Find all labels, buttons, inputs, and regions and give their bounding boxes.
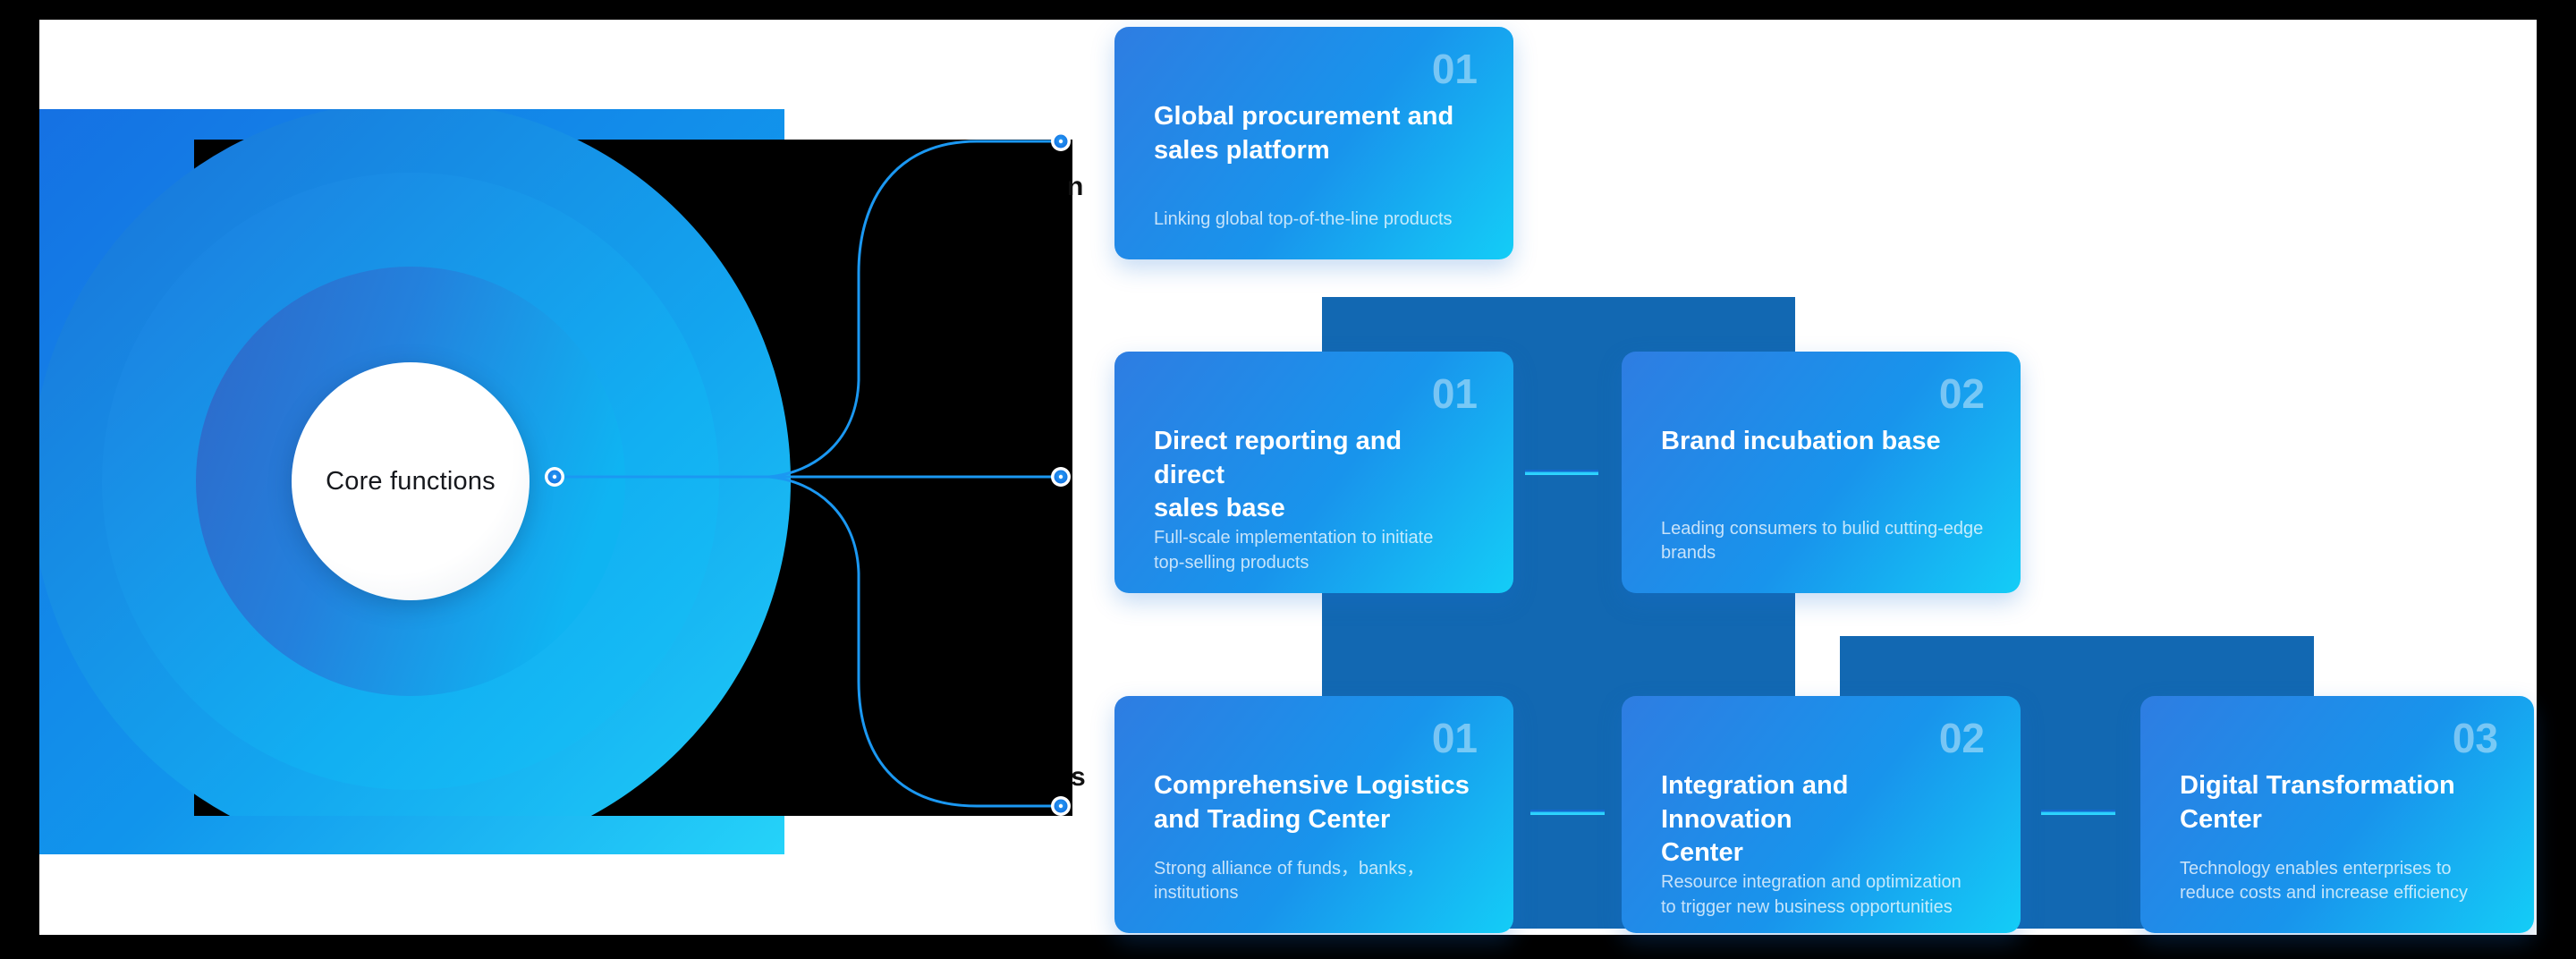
- card-title: Comprehensive Logistics and Trading Cent…: [1154, 771, 1470, 834]
- card-title: Direct reporting and direct sales base: [1154, 427, 1402, 523]
- card-number: 01: [1431, 370, 1478, 417]
- truncated-label-top: n: [1067, 172, 1084, 201]
- card-integration-innovation: 02 Integration and Innovation Center Res…: [1622, 696, 2021, 933]
- card-title: Brand incubation base: [1661, 427, 1941, 455]
- card-subtitle: Linking global top-of-the-line products: [1154, 209, 1453, 230]
- card-subtitle: Strong alliance of funds，banks， institut…: [1154, 858, 1425, 904]
- bottom-endpoint-node-icon: [1051, 796, 1071, 816]
- card-direct-reporting: 01 Direct reporting and direct sales bas…: [1114, 352, 1513, 593]
- card-comprehensive-logistics: 01 Comprehensive Logistics and Trading C…: [1114, 696, 1513, 933]
- root-node-icon: [545, 467, 564, 487]
- card-title: Digital Transformation Center: [2180, 771, 2455, 834]
- card-link-connector: [2041, 810, 2115, 815]
- core-circle: Core functions: [292, 362, 530, 600]
- card-number: 01: [1431, 715, 1478, 761]
- card-title: Integration and Innovation Center: [1661, 771, 1849, 868]
- card-link-connector: [1525, 470, 1598, 475]
- card-subtitle: Resource integration and optimization to…: [1661, 872, 1962, 917]
- card-subtitle: Full-scale implementation to initiate to…: [1154, 528, 1434, 573]
- card-global-procurement: 01 Global procurement and sales platform…: [1114, 27, 1513, 259]
- card-number: 01: [1431, 46, 1478, 92]
- card-digital-transformation: 03 Digital Transformation Center Technol…: [2140, 696, 2534, 933]
- top-branch-line: [768, 140, 1052, 479]
- card-number: 02: [1938, 370, 1985, 417]
- card-title: Global procurement and sales platform: [1154, 102, 1454, 165]
- card-number: 02: [1938, 715, 1985, 761]
- truncated-label-bottom: s: [1071, 762, 1086, 792]
- top-endpoint-node-icon: [1051, 132, 1071, 151]
- card-number: 03: [2452, 715, 2498, 761]
- card-brand-incubation: 02 Brand incubation base Leading consume…: [1622, 352, 2021, 593]
- middle-endpoint-node-icon: [1051, 467, 1071, 487]
- card-link-connector: [1530, 810, 1605, 815]
- card-subtitle: Leading consumers to bulid cutting-edge …: [1661, 518, 1984, 564]
- card-subtitle: Technology enables enterprises to reduce…: [2180, 858, 2469, 904]
- bottom-branch-line: [768, 475, 1052, 808]
- core-label: Core functions: [326, 466, 496, 496]
